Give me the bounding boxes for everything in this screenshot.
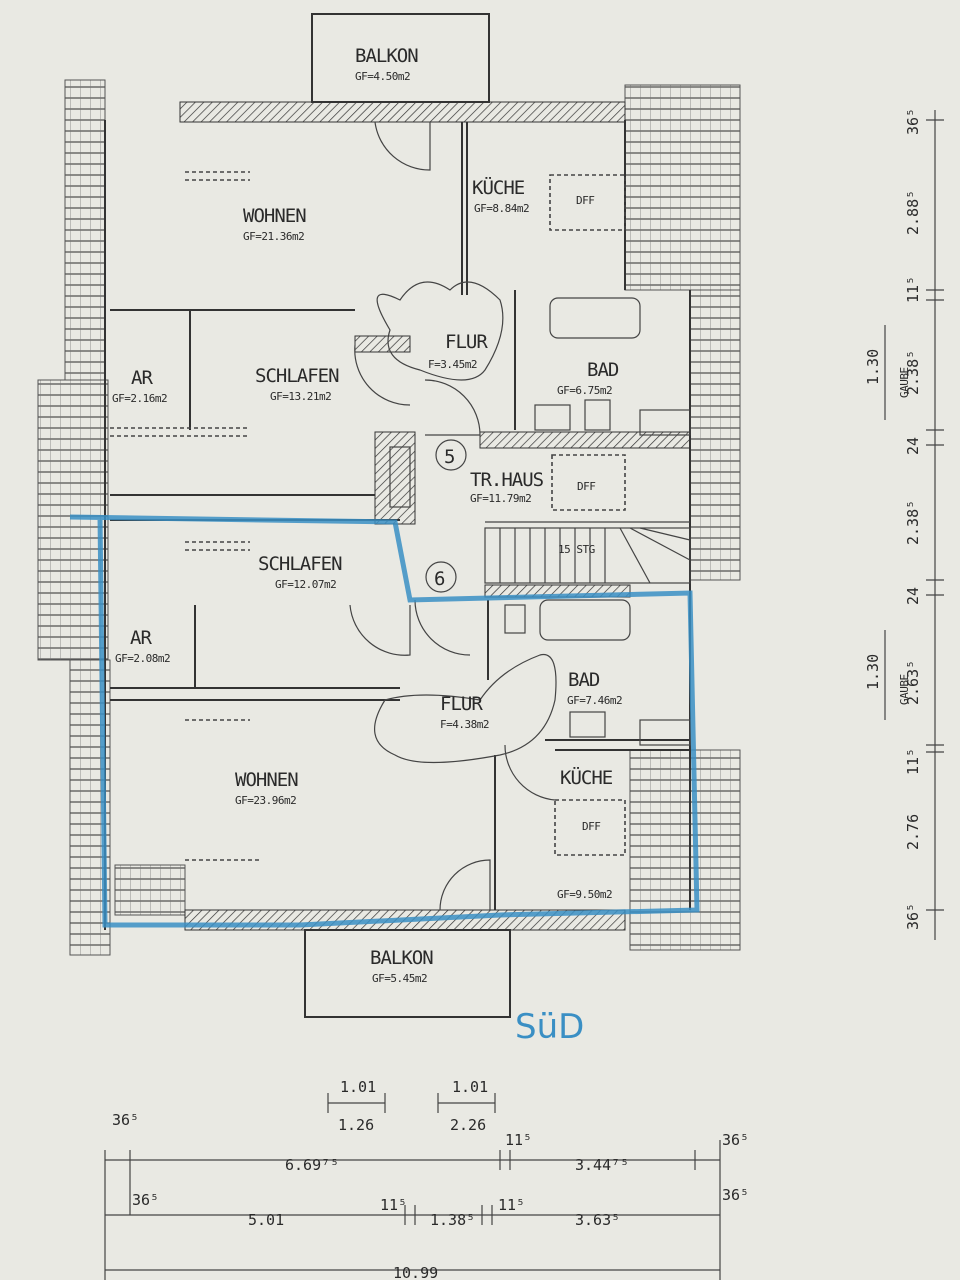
flur-top-name: FLUR [445,331,488,353]
row1-b: 11⁵ [505,1131,532,1149]
dim-r5: 24 [904,437,922,455]
fixtures [389,174,691,856]
dim-r2: 2.88⁵ [904,190,922,235]
kuche-bot-name: KÜCHE [560,766,613,789]
schlafen-top-area: GF=13.21m2 [270,390,331,403]
balkon-top-name: BALKON [355,45,418,67]
ar-bot-area: GF=2.08m2 [115,652,170,665]
kuche-top-name: KÜCHE [472,176,525,199]
wohnen-top-area: GF=21.36m2 [243,230,304,243]
wohnen-bot-area: GF=23.96m2 [235,794,296,807]
gaube2-label: GAUBE [898,674,911,705]
bad-top-area: GF=6.75m2 [557,384,612,397]
kuche-top-area: GF=8.84m2 [474,202,529,215]
dim-r3: 11⁵ [904,276,922,303]
schlafen-bot-area: GF=12.07m2 [275,578,336,591]
total-width: 10.99 [393,1264,438,1280]
gaube1-label: GAUBE [898,367,911,398]
dff-1: DFF [576,194,594,207]
dim-r6: 2.38⁵ [904,500,922,545]
flur-top-area: F=3.45m2 [428,358,477,371]
blue-apartment-outline [69,514,700,928]
bottom-dimension-chains: 1.01 1.26 1.01 2.26 36⁵ 6.69⁷⁵ 11⁵ 3.44⁷… [104,1078,749,1280]
win2-top: 1.01 [452,1078,488,1096]
balkon-top-outline [311,13,490,103]
bad-bot-area: GF=7.46m2 [567,694,622,707]
outer-walls [104,101,691,931]
balkon-bot-name: BALKON [370,947,433,969]
slope-lines [110,171,260,861]
dim-r1: 36⁵ [904,108,922,135]
row2-d: 11⁵ [498,1196,525,1214]
row2-left: 36⁵ [132,1191,159,1209]
row1-right: 36⁵ [722,1131,749,1149]
ar-top-name: AR [131,367,153,389]
bad-bot-name: BAD [568,669,600,691]
marker-6: 6 [434,568,445,590]
door-swings [349,121,557,911]
bad-top-name: BAD [587,359,619,381]
flur-bot-area: F=4.38m2 [440,718,489,731]
ar-bot-name: AR [130,627,152,649]
gaube1-width: 1.30 [864,349,882,385]
stg-label: 15 STG [558,543,595,556]
win2-bot: 2.26 [450,1116,486,1134]
trhaus-name: TR.HAUS [470,469,544,491]
flur-bot-name: FLUR [440,693,483,715]
circle-markers: 5 6 [425,439,467,593]
row2-e: 3.63⁵ [575,1211,620,1229]
schlafen-bot-name: SCHLAFEN [258,553,342,575]
marker-5: 5 [444,446,454,468]
row2-c: 1.38⁵ [430,1211,475,1229]
gaube2-width: 1.30 [864,654,882,690]
staircase [484,521,691,584]
dim-r10: 2.76 [904,814,922,850]
ar-top-area: GF=2.16m2 [112,392,167,405]
dim-r9: 11⁵ [904,748,922,775]
wohnen-bot-name: WOHNEN [235,769,298,791]
balkon-bottom-outline [304,929,511,1018]
trhaus-area: GF=11.79m2 [470,492,531,505]
dff-3: DFF [582,820,600,833]
row1-a: 6.69⁷⁵ [285,1156,339,1174]
dim-r4: 2.38⁵ [904,350,922,395]
kuche-bot-area: GF=9.50m2 [557,888,612,901]
win1-top: 1.01 [340,1078,376,1096]
balkon-top-area: GF=4.50m2 [355,70,410,83]
wohnen-top-name: WOHNEN [243,205,306,227]
sued-handwritten-note: SüD [515,1007,584,1047]
dim-r11: 36⁵ [904,903,922,930]
dff-2: DFF [577,480,595,493]
row2-b: 11⁵ [380,1196,407,1214]
balkon-bot-area: GF=5.45m2 [372,972,427,985]
schlafen-top-name: SCHLAFEN [255,365,339,387]
win1-bot: 1.26 [338,1116,374,1134]
dim-r8: 2.63⁵ [904,660,922,705]
room-labels: BALKON GF=4.50m2 WOHNEN GF=21.36m2 KÜCHE… [112,45,623,985]
right-dimension-chain: 36⁵ 2.88⁵ 11⁵ 2.38⁵ 24 2.38⁵ 24 2.63⁵ 11… [864,108,944,940]
row1-c: 3.44⁷⁵ [575,1156,629,1174]
row2-a: 5.01 [248,1211,284,1229]
row2-right: 36⁵ [722,1186,749,1204]
row1-left: 36⁵ [112,1111,139,1129]
dim-r7: 24 [904,587,922,605]
